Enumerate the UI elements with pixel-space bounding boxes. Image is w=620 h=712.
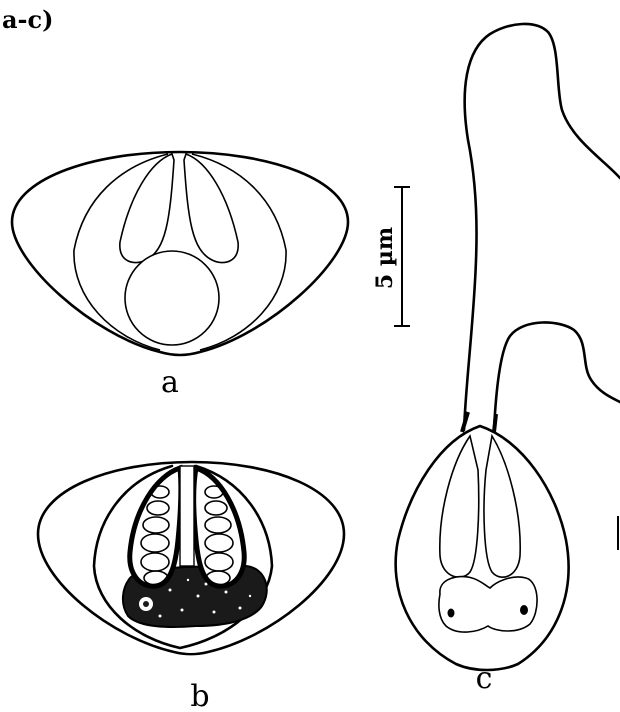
panel-a-sporoplasm: [125, 251, 219, 345]
panel-c-spore-outline: [396, 426, 569, 670]
panel-a-drawing: [12, 152, 348, 355]
panel-a-label: a: [161, 365, 179, 400]
panel-b-label: b: [190, 679, 209, 712]
panel-c-polar-capsule-left: [440, 436, 479, 577]
panel-c-nucleus-right: [520, 605, 528, 615]
panel-c-polar-capsule-right: [484, 436, 520, 577]
panel-c-junction-marks: [462, 412, 496, 432]
panel-a-polar-capsule-right: [184, 154, 238, 263]
scale-bar-label: 5 µm: [372, 227, 398, 289]
panel-c-sporoplasm: [439, 577, 537, 633]
panel-c-tail-right: [494, 322, 620, 430]
panel-b-polar-capsule-left: [130, 468, 181, 586]
panel-c-nucleus-left: [448, 609, 455, 618]
panel-b-suture-strip: [180, 466, 194, 566]
panel-c-tail-left: [464, 24, 620, 430]
panel-c-label: c: [476, 661, 493, 696]
panel-b-drawing: [38, 462, 344, 654]
panel-b-polar-capsule-right: [194, 468, 245, 586]
panel-c-drawing: [396, 24, 620, 670]
caption-fragment: a-c): [2, 5, 53, 34]
